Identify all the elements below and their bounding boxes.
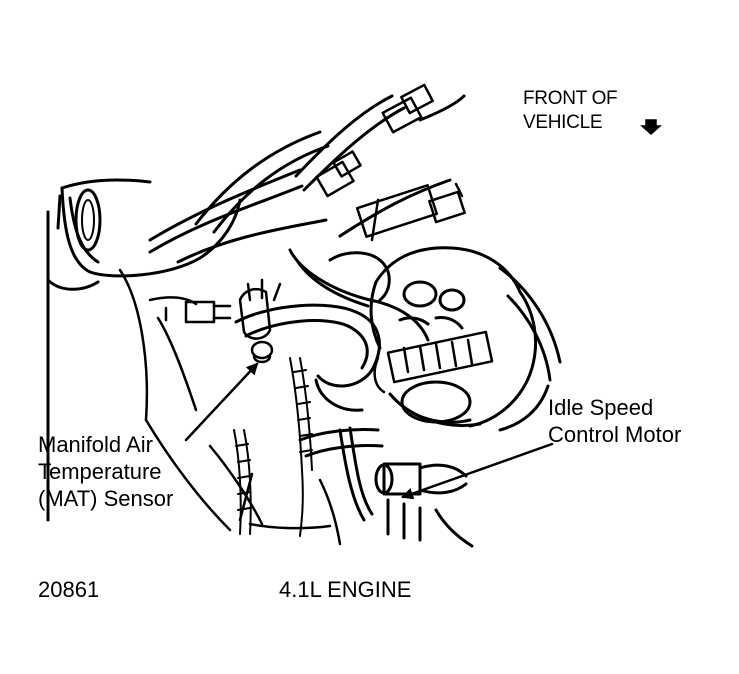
isc-motor-part [298, 426, 474, 548]
figure-number: 20861 [38, 577, 100, 602]
engine-block [208, 444, 342, 546]
idle-callout-line1: Idle Speed [548, 395, 654, 420]
mat-callout-line2: Temperature [38, 459, 162, 484]
front-label-line1: FRONT OF [523, 88, 618, 109]
strut-bracket [46, 178, 242, 522]
vacuum-lines [234, 248, 430, 412]
wiring-harness [148, 94, 466, 264]
beaded-hose [233, 357, 313, 537]
down-arrow-icon [640, 119, 662, 136]
inner-fender [118, 268, 232, 532]
front-of-vehicle-label: FRONT OF VEHICLE [523, 87, 618, 135]
mat-leader-arrow [184, 362, 259, 442]
mat-callout-line1: Manifold Air [38, 432, 153, 457]
engine-caption: 4.1L ENGINE [279, 577, 412, 602]
throttle-body [369, 246, 538, 428]
idle-callout-line2: Control Motor [548, 422, 682, 447]
tps-connector [373, 330, 494, 394]
front-label-line2: VEHICLE [523, 112, 603, 133]
harness-connectors [315, 83, 466, 242]
air-cleaner-edge [498, 266, 562, 432]
mat-sensor-callout: Manifold Air Temperature (MAT) Sensor [38, 431, 173, 512]
mat-callout-line3: (MAT) Sensor [38, 486, 174, 511]
idle-motor-callout: Idle Speed Control Motor [548, 394, 681, 448]
isc-leader-arrow [401, 442, 554, 500]
mat-sensor-part [184, 278, 282, 364]
